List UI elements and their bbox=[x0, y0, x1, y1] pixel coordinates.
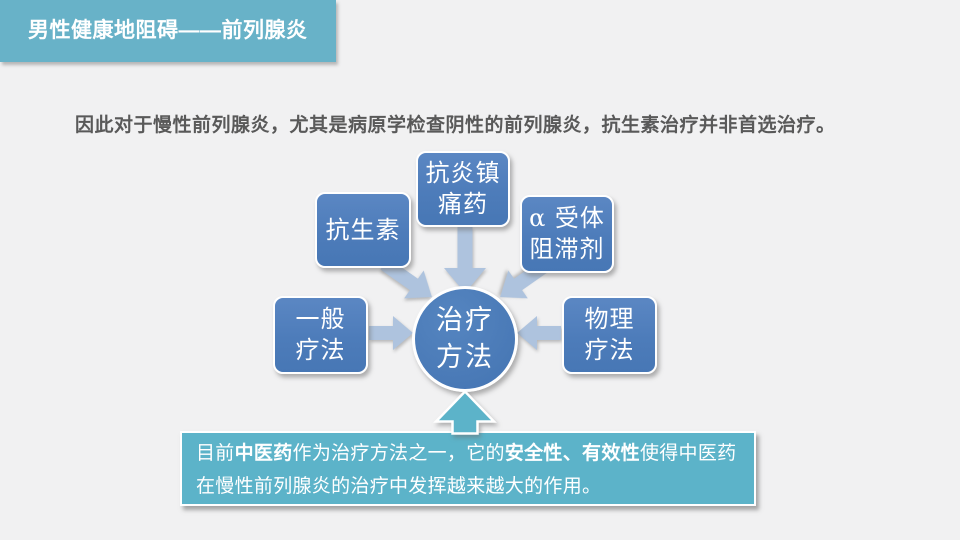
callout-text-bold: 安全性、有效性 bbox=[504, 443, 640, 464]
down-arrow-icon bbox=[444, 227, 486, 293]
callout-text-normal: 作为治疗方法之一，它的 bbox=[292, 443, 505, 464]
node-physical-therapy: 物理 疗法 bbox=[562, 296, 657, 374]
callout-text-normal: 目前 bbox=[196, 443, 235, 464]
slide-title-badge: 男性健康地阻碍——前列腺炎 bbox=[0, 0, 336, 62]
node-alpha-blocker: α 受体 阻滞剂 bbox=[520, 195, 614, 273]
callout-text-normal: 使得中医药在慢性前列腺炎的治疗中发挥越来越大的作用。 bbox=[196, 443, 737, 497]
right-arrow-icon bbox=[369, 316, 413, 350]
slide-title: 男性健康地阻碍——前列腺炎 bbox=[28, 19, 308, 42]
center-circle-treatment-methods: 治疗 方法 bbox=[412, 286, 518, 392]
left-arrow-icon bbox=[517, 316, 561, 350]
callout-text-bold: 中医药 bbox=[234, 443, 293, 464]
callout-box: 目前中医药作为治疗方法之一，它的安全性、有效性使得中医药在慢性前列腺炎的治疗中发… bbox=[180, 431, 756, 506]
node-antibiotics: 抗生素 bbox=[315, 192, 411, 268]
node-anti-inflammatory: 抗炎镇 痛药 bbox=[416, 151, 510, 227]
up-arrow-icon bbox=[433, 389, 497, 435]
node-general-therapy: 一般 疗法 bbox=[273, 296, 368, 374]
intro-text: 因此对于慢性前列腺炎，尤其是病原学检查阴性的前列腺炎，抗生素治疗并非首选治疗。 bbox=[75, 115, 836, 136]
